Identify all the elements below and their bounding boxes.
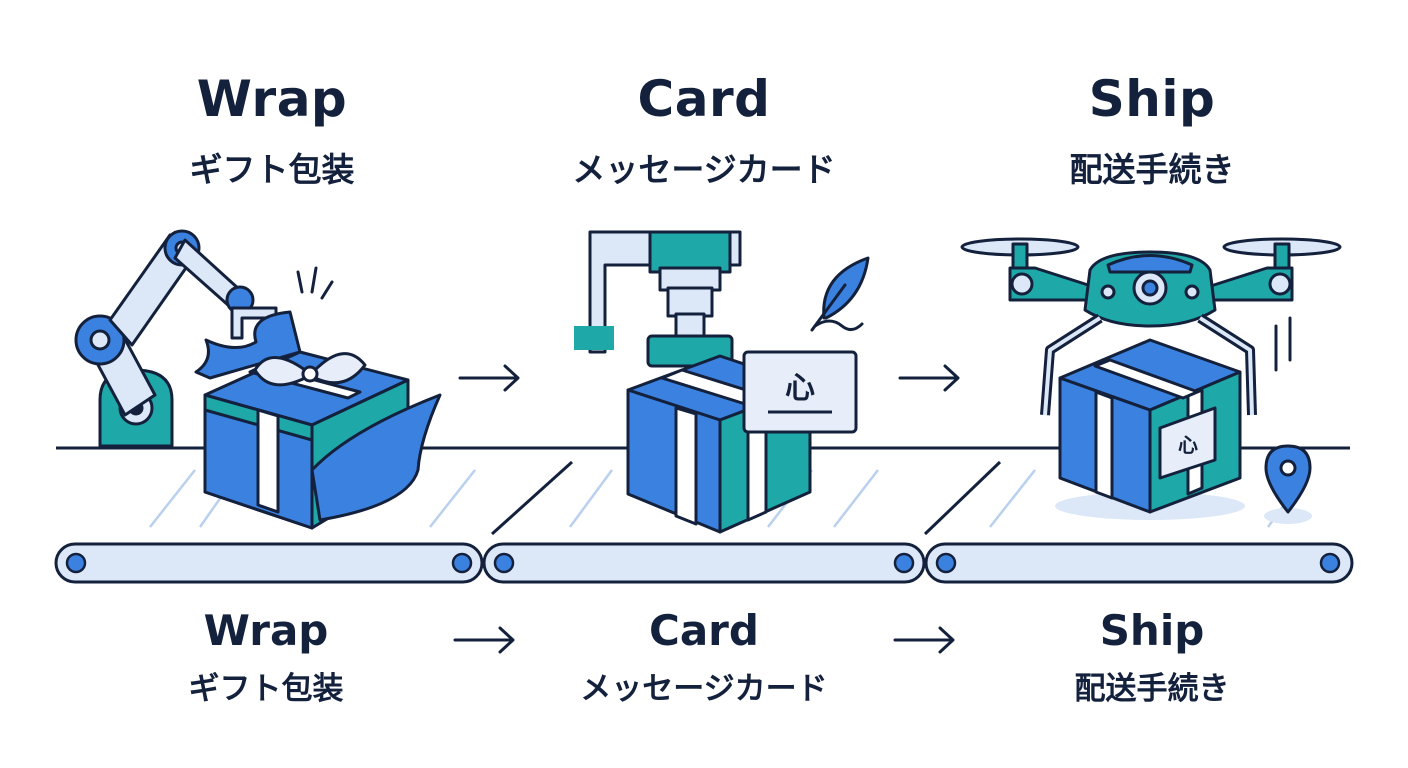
step-2-bottom-subtitle: メッセージカード	[580, 671, 828, 707]
box-card-glyph: 心	[1178, 433, 1198, 457]
message-card-icon: 心	[742, 350, 858, 434]
stamping-press-icon	[574, 230, 742, 368]
gift-box-icon: 心	[1055, 338, 1245, 520]
card-glyph: 心	[785, 371, 815, 406]
step-3-subtitle: 配送手続き	[1069, 150, 1235, 189]
gift-box-icon	[194, 266, 442, 530]
step-2-title: Card	[637, 70, 771, 128]
step-1-bottom-title: Wrap	[203, 606, 329, 655]
robot-arm-icon	[74, 229, 278, 448]
conveyor-belt-icon	[54, 542, 1354, 584]
step-2-subtitle: メッセージカード	[572, 150, 836, 189]
conveyor-stripes-dark	[490, 460, 1002, 536]
feather-quill-icon	[810, 256, 870, 332]
arrow-right-icon	[453, 364, 960, 654]
step-1-title: Wrap	[196, 70, 348, 128]
step-3-title: Ship	[1088, 70, 1216, 128]
step-1-subtitle: ギフト包装	[189, 150, 355, 189]
step-3-bottom-subtitle: 配送手続き	[1074, 671, 1230, 707]
step-2-bottom-title: Card	[649, 606, 759, 655]
drone-icon	[960, 237, 1342, 416]
step-1-bottom-subtitle: ギフト包装	[188, 671, 344, 707]
location-pin-icon	[1264, 444, 1312, 524]
step-3-bottom-title: Ship	[1099, 606, 1205, 655]
